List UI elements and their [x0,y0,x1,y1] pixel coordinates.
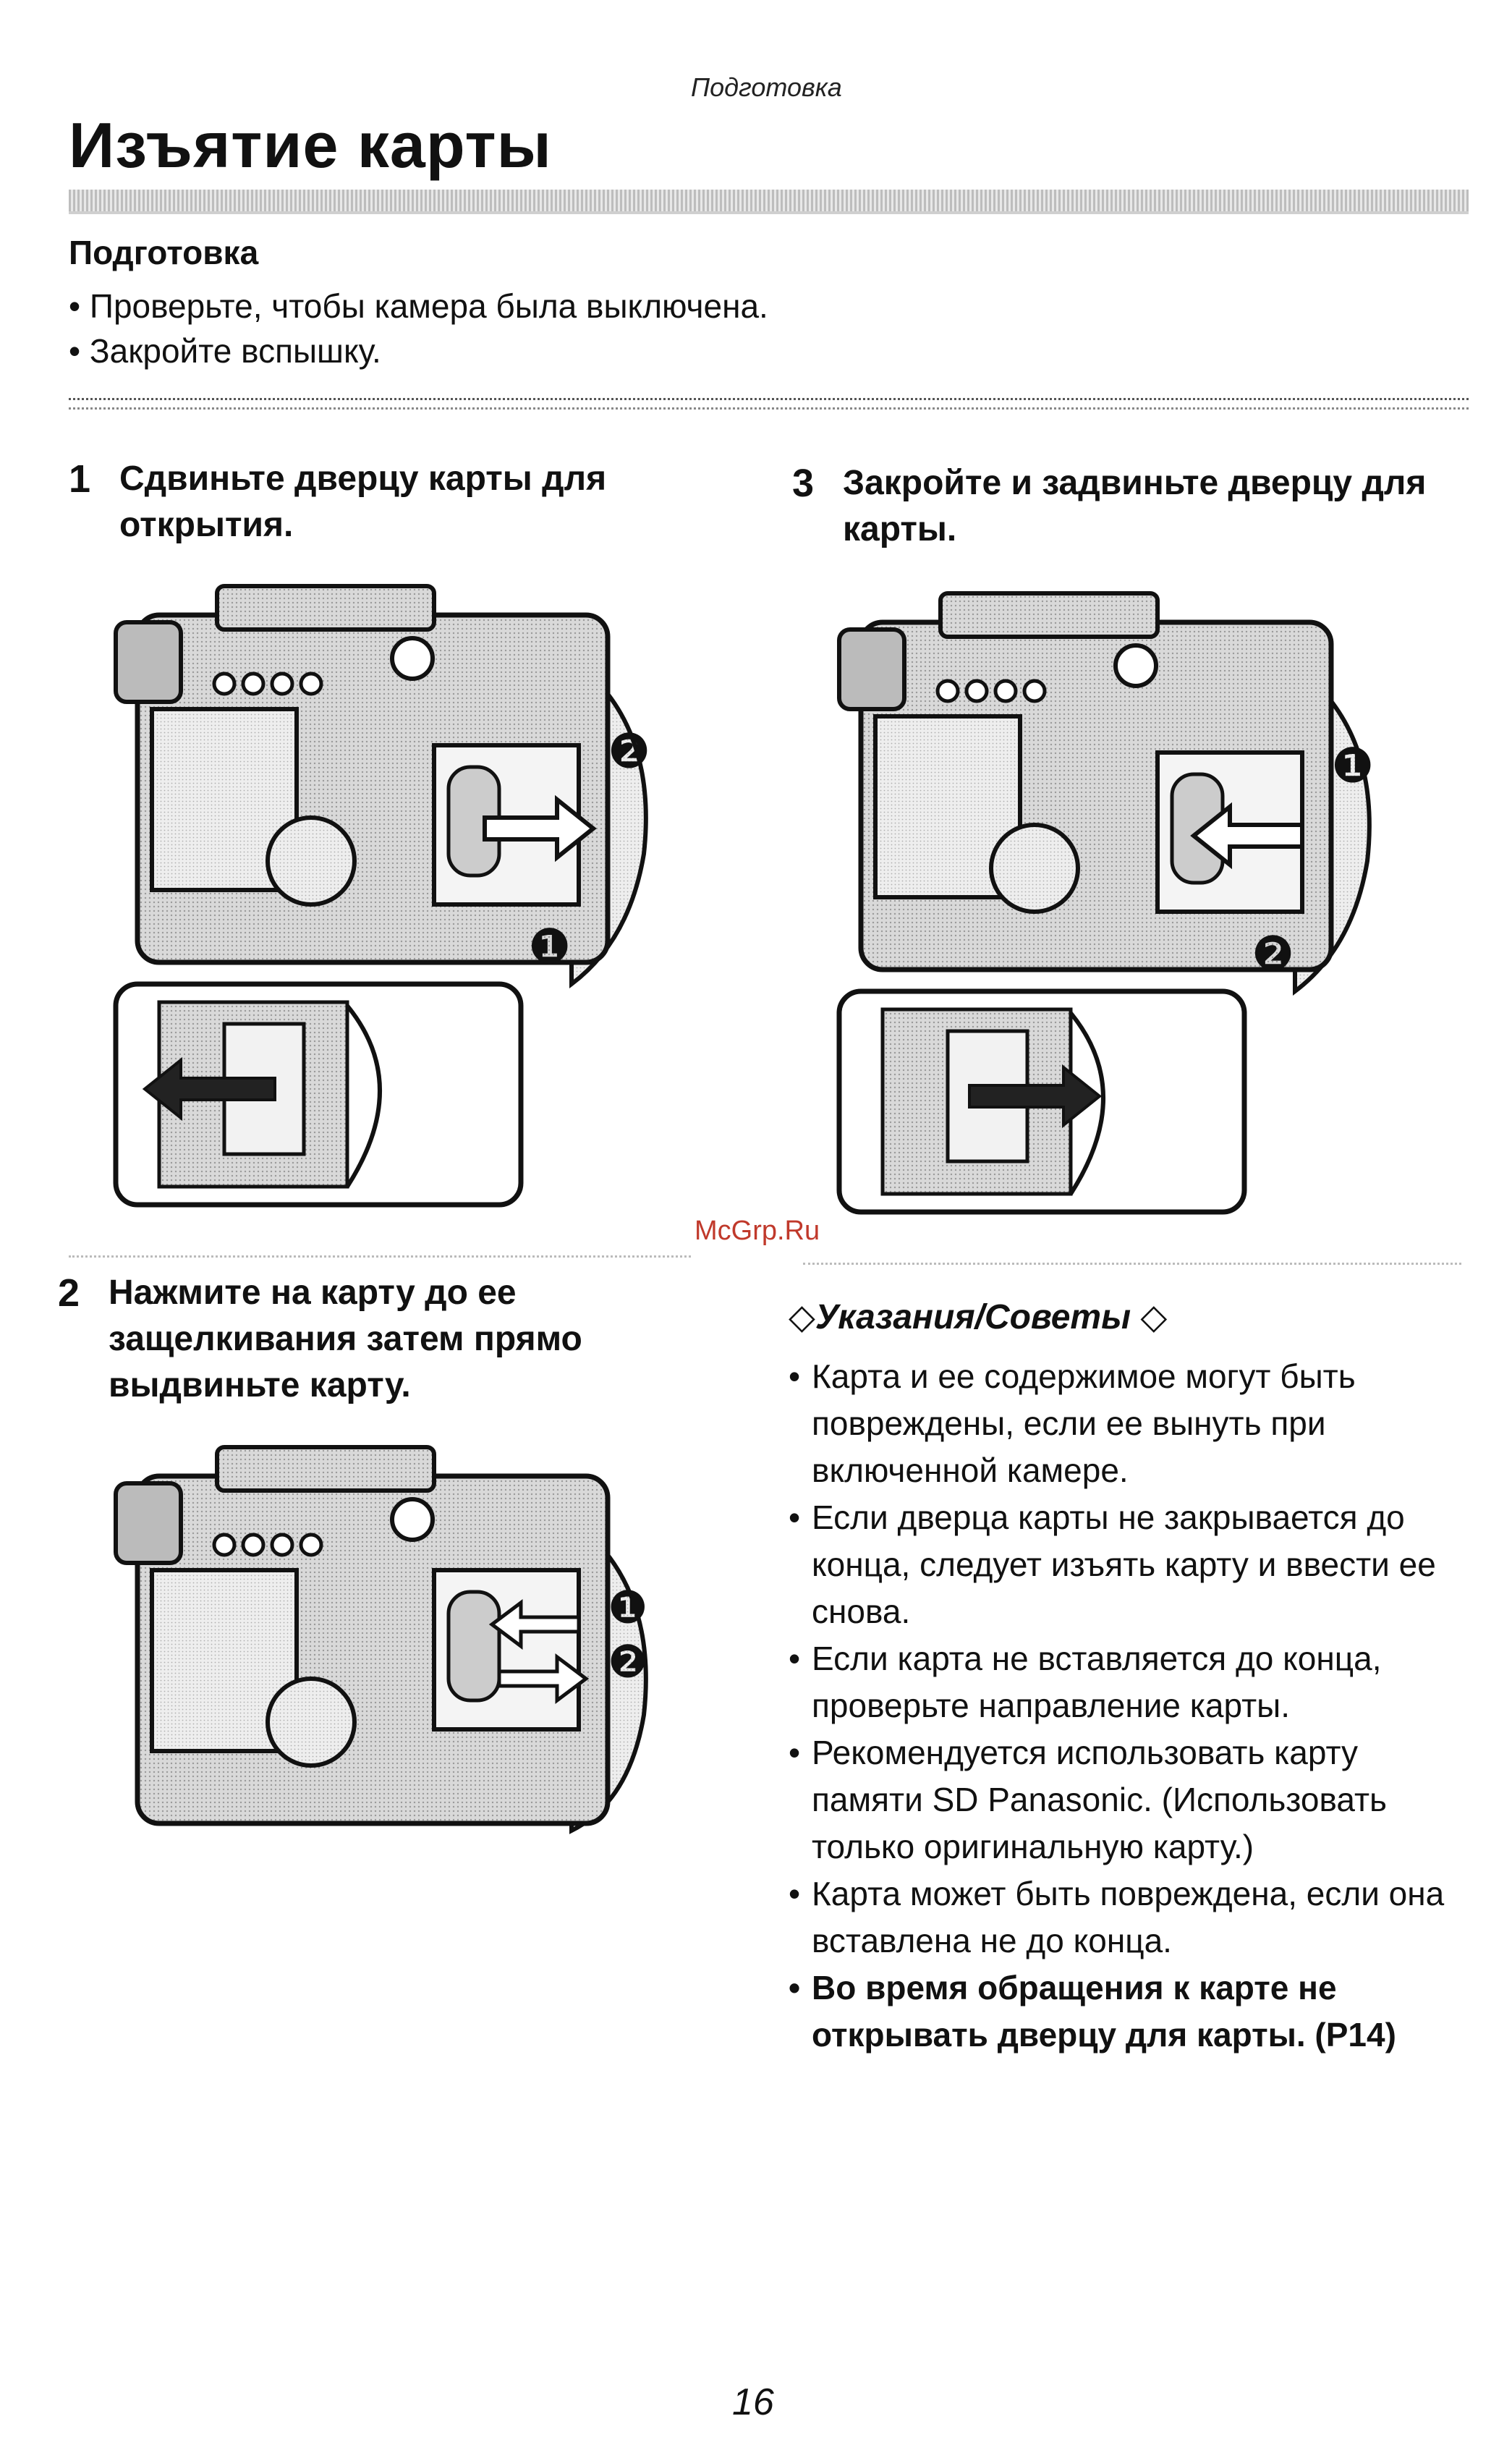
tip-item: Если дверца карты не закрывается до конц… [789,1494,1469,1635]
step-3-illustration: ❶ ❷ [832,586,1396,1223]
marker-1-icon: ❶ [608,1583,648,1633]
preparation-heading: Подготовка [69,234,259,271]
camera-back-illustration [113,584,648,1208]
step-text: Нажмите на карту до ее защелкивания зате… [109,1273,582,1404]
tip-item: Карта и ее содержимое могут быть поврежд… [789,1353,1469,1494]
title-rule [69,190,1469,214]
section-label: Подготовка [691,72,842,102]
tip-item: Карта может быть повреждена, если она вс… [789,1870,1469,1965]
marker-1-icon: ❶ [528,920,572,973]
preparation-list: Проверьте, чтобы камера была выключена. … [69,284,1082,373]
step-number: 2 [58,1271,80,1315]
step-number: 1 [69,457,91,501]
marker-2-icon: ❷ [608,1637,648,1687]
marker-2-icon: ❷ [1252,927,1295,980]
step-divider [803,1263,1461,1265]
preparation-item: Закройте вспышку. [69,329,1082,373]
step-text: Закройте и задвиньте дверцу для карты. [843,464,1427,548]
camera-back-illustration [836,591,1372,1215]
tips-heading: ◇Указания/Советы ◇ [789,1298,1168,1336]
step-number: 3 [792,462,815,505]
tip-item-important: Во время обращения к карте не открывать … [789,1965,1469,2059]
step-3: 3 Закройте и задвиньте дверцу для карты. [792,460,1487,561]
tip-item: Если карта не вставляется до конца, пров… [789,1635,1469,1729]
step-divider [69,1255,691,1258]
tips-list: Карта и ее содержимое могут быть поврежд… [789,1353,1469,2059]
watermark: McGrp.Ru [695,1216,820,1246]
tip-item: Рекомендуется использовать карту памяти … [789,1729,1469,1870]
step-2: 2 Нажмите на карту до ее защелкивания за… [58,1270,709,1422]
step-2-illustration: ❶ ❷ [109,1440,673,1845]
preparation-item: Проверьте, чтобы камера была выключена. [69,284,1082,329]
page-number: 16 [732,2381,774,2423]
section-divider [69,398,1469,410]
step-1: 1 Сдвиньте дверцу карты для открытия. [69,456,763,557]
step-text: Сдвиньте дверцу карты для открытия. [119,459,607,544]
marker-1-icon: ❶ [1331,739,1375,792]
page-title: Изъятие карты [69,109,552,181]
step-1-illustration: ❷ ❶ [109,579,673,1216]
camera-back-illustration [114,1445,648,1834]
marker-2-icon: ❷ [608,724,651,778]
